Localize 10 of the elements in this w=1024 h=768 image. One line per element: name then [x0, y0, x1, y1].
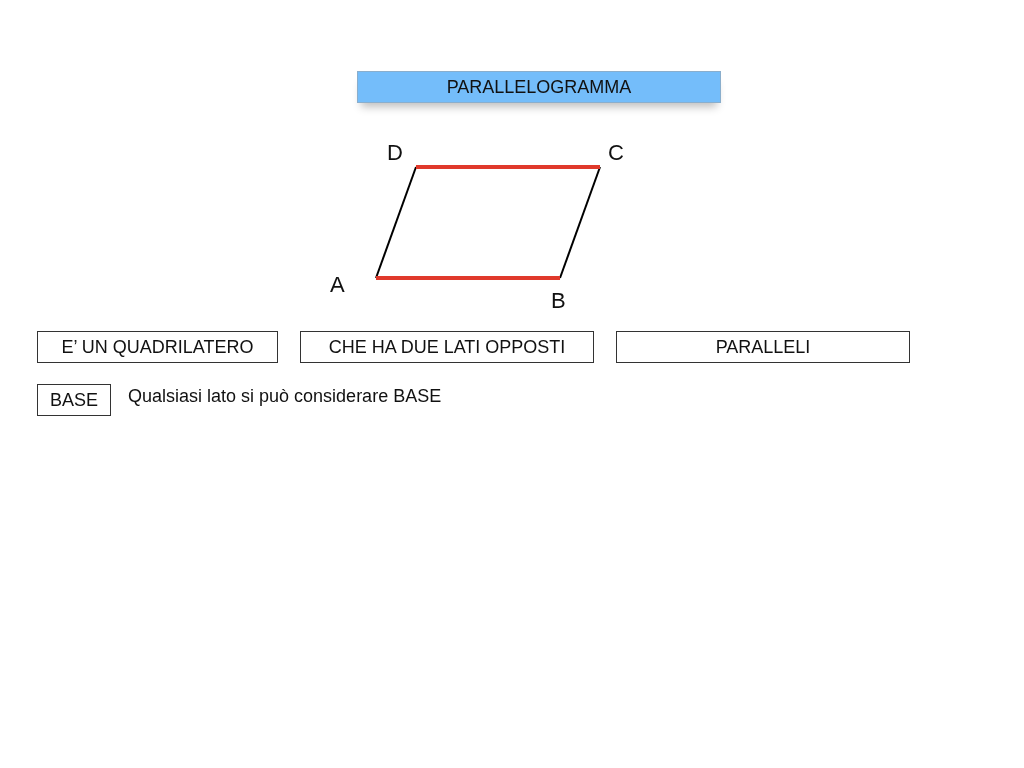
vertex-label: A	[330, 272, 345, 298]
title-banner: PARALLELOGRAMMA	[357, 71, 721, 103]
text-box: E’ UN QUADRILATERO	[37, 331, 278, 363]
vertex-label: D	[387, 140, 403, 166]
text-box: CHE HA DUE LATI OPPOSTI	[300, 331, 594, 363]
vertex-label: B	[551, 288, 566, 314]
text-box: BASE	[37, 384, 111, 416]
text-box: PARALLELI	[616, 331, 910, 363]
note-text: Qualsiasi lato si può considerare BASE	[128, 386, 442, 407]
vertex-label: C	[608, 140, 624, 166]
